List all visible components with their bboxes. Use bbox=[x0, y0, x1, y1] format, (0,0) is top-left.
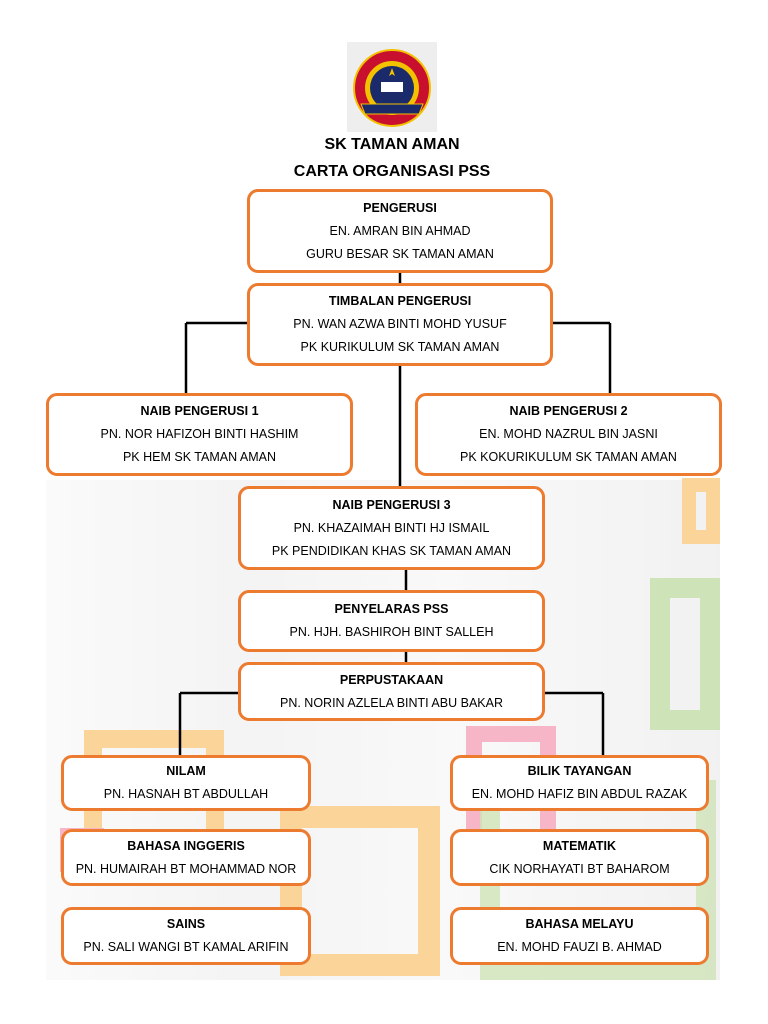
node-nilam: NILAM PN. HASNAH BT ABDULLAH bbox=[61, 755, 311, 811]
node-pengerusi: PENGERUSI EN. AMRAN BIN AHMAD GURU BESAR… bbox=[247, 189, 553, 273]
node-name: CIK NORHAYATI BT BAHAROM bbox=[489, 861, 670, 876]
node-position: PK HEM SK TAMAN AMAN bbox=[122, 450, 277, 464]
node-bahasa-inggeris: BAHASA INGGERIS PN. HUMAIRAH BT MOHAMMAD… bbox=[61, 829, 311, 886]
node-perpustakaan: PERPUSTAKAAN PN. NORIN AZLELA BINTI ABU … bbox=[238, 662, 545, 721]
node-role: NAIB PENGERUSI 1 bbox=[140, 404, 259, 418]
node-bahasa-melayu: BAHASA MELAYU EN. MOHD FAUZI B. AHMAD bbox=[450, 907, 709, 965]
node-role: NILAM bbox=[166, 764, 206, 778]
node-role: TIMBALAN PENGERUSI bbox=[328, 294, 472, 308]
node-name: PN. HASNAH BT ABDULLAH bbox=[103, 787, 269, 801]
node-naib-pengerusi-2: NAIB PENGERUSI 2 EN. MOHD NAZRUL BIN JAS… bbox=[415, 393, 722, 476]
node-role: PENYELARAS PSS bbox=[334, 602, 449, 616]
school-logo bbox=[347, 42, 437, 132]
node-role: PENGERUSI bbox=[363, 200, 437, 215]
deco-square-orange bbox=[682, 478, 720, 544]
node-bilik-tayangan: BILIK TAYANGAN EN. MOHD HAFIZ BIN ABDUL … bbox=[450, 755, 709, 811]
deco-square-green bbox=[650, 578, 720, 730]
node-name: PN. NORIN AZLELA BINTI ABU BAKAR bbox=[280, 695, 503, 710]
node-name: PN. NOR HAFIZOH BINTI HASHIM bbox=[100, 427, 299, 441]
node-name: PN. HJH. BASHIROH BINT SALLEH bbox=[289, 625, 494, 639]
node-position: GURU BESAR SK TAMAN AMAN bbox=[306, 246, 494, 261]
node-name: PN. WAN AZWA BINTI MOHD YUSUF bbox=[293, 317, 507, 331]
node-name: PN. SALI WANGI BT KAMAL ARIFIN bbox=[83, 940, 289, 954]
node-position: PK KOKURIKULUM SK TAMAN AMAN bbox=[460, 450, 677, 464]
node-name: EN. AMRAN BIN AHMAD bbox=[329, 223, 471, 238]
node-position: PK PENDIDIKAN KHAS SK TAMAN AMAN bbox=[271, 543, 512, 558]
node-role: PERPUSTAKAAN bbox=[339, 672, 444, 687]
node-name: EN. MOHD NAZRUL BIN JASNI bbox=[479, 427, 658, 441]
node-role: SAINS bbox=[166, 917, 206, 931]
node-name: PN. KHAZAIMAH BINTI HJ ISMAIL bbox=[293, 520, 490, 535]
node-role: BILIK TAYANGAN bbox=[527, 764, 632, 778]
node-naib-pengerusi-1: NAIB PENGERUSI 1 PN. NOR HAFIZOH BINTI H… bbox=[46, 393, 353, 476]
node-name: PN. HUMAIRAH BT MOHAMMAD NOR bbox=[75, 861, 297, 876]
node-name: EN. MOHD FAUZI B. AHMAD bbox=[497, 940, 662, 954]
chart-title: CARTA ORGANISASI PSS bbox=[293, 163, 491, 180]
node-sains: SAINS PN. SALI WANGI BT KAMAL ARIFIN bbox=[61, 907, 311, 965]
node-penyelaras-pss: PENYELARAS PSS PN. HJH. BASHIROH BINT SA… bbox=[238, 590, 545, 652]
node-name: EN. MOHD HAFIZ BIN ABDUL RAZAK bbox=[471, 787, 688, 801]
node-timbalan-pengerusi: TIMBALAN PENGERUSI PN. WAN AZWA BINTI MO… bbox=[247, 283, 553, 366]
node-position: PK KURIKULUM SK TAMAN AMAN bbox=[300, 340, 500, 354]
node-naib-pengerusi-3: NAIB PENGERUSI 3 PN. KHAZAIMAH BINTI HJ … bbox=[238, 486, 545, 570]
node-role: NAIB PENGERUSI 3 bbox=[332, 497, 451, 512]
school-name: SK TAMAN AMAN bbox=[324, 136, 460, 153]
node-matematik: MATEMATIK CIK NORHAYATI BT BAHAROM bbox=[450, 829, 709, 886]
node-role: NAIB PENGERUSI 2 bbox=[509, 404, 628, 418]
node-role: BAHASA INGGERIS bbox=[127, 838, 245, 853]
node-role: MATEMATIK bbox=[542, 838, 617, 853]
node-role: BAHASA MELAYU bbox=[525, 917, 634, 931]
